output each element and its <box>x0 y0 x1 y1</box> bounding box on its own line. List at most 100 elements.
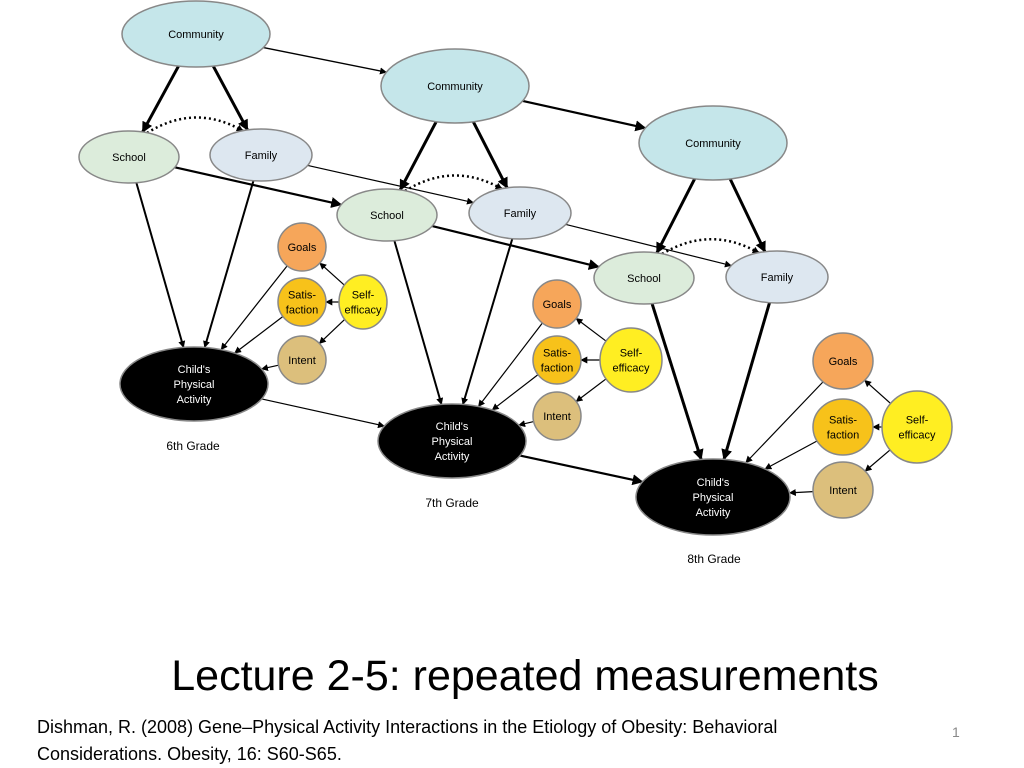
goals-node-2-shape <box>532 279 582 329</box>
family-to-activity-arrow-1 <box>203 180 255 349</box>
satisfaction-node-2-label: faction <box>541 363 573 375</box>
school-to-activity-arrow-3 <box>650 303 704 461</box>
goals-to-activity-arrow-1 <box>220 265 288 351</box>
school-crosswave-arrow-1 <box>174 166 343 208</box>
community-node-3-label: Community <box>685 138 741 150</box>
diagram-edges <box>135 46 891 497</box>
satisfaction-node-1-label: faction <box>286 305 318 317</box>
intent-node-1-label: Intent <box>288 355 316 367</box>
family-to-activity-arrow-2 <box>461 238 514 406</box>
slide-title: Lecture 2-5: repeated measurements <box>171 652 879 700</box>
activity-node-2-shape <box>377 403 527 479</box>
community-crosswave-arrow-1 <box>263 46 388 75</box>
selfefficacy-to-intent-arrow-3 <box>864 449 891 472</box>
intent-node-1-shape <box>277 335 327 385</box>
activity-node-2-label: Activity <box>435 451 470 463</box>
community-node-2: Community <box>380 48 530 124</box>
activity-node-3-shape <box>635 458 791 536</box>
satisfaction-to-activity-arrow-1 <box>234 316 284 354</box>
citation: Dishman, R. (2008) Gene–Physical Activit… <box>37 714 917 768</box>
selfefficacy-to-goals-arrow-2 <box>575 318 607 342</box>
selfefficacy-to-intent-arrow-1 <box>318 318 346 344</box>
grade-label-3: 8th Grade <box>687 552 741 566</box>
activity-crosswave-arrow-2 <box>519 454 644 486</box>
selfefficacy-to-intent-arrow-2 <box>575 378 607 402</box>
school-family-correlation-2 <box>397 174 503 198</box>
school-to-activity-arrow-2 <box>393 240 444 406</box>
community-node-3: Community <box>638 105 788 181</box>
goals-to-activity-arrow-2 <box>478 322 543 408</box>
satisfaction-node-3: Satis-faction <box>812 398 874 456</box>
goals-node-2: Goals <box>532 279 582 329</box>
school-node-2-shape <box>336 188 438 242</box>
community-node-3-shape <box>638 105 788 181</box>
activity-node-2-label: Physical <box>432 436 473 448</box>
community-node-2-label: Community <box>427 81 483 93</box>
goals-to-activity-arrow-3 <box>745 381 824 464</box>
citation-line-1: Dishman, R. (2008) Gene–Physical Activit… <box>37 717 778 737</box>
family-to-activity-arrow-3 <box>721 302 771 461</box>
family-node-2: Family <box>468 186 572 240</box>
goals-node-1-shape <box>277 222 327 272</box>
school-family-correlation-1 <box>139 116 244 140</box>
school-node-3-shape <box>593 251 695 305</box>
school-node-2: School <box>336 188 438 242</box>
satisfaction-node-1-label: Satis- <box>288 290 316 302</box>
selfefficacy-node-2-label: Self- <box>620 348 643 360</box>
community-to-school-arrow-3 <box>655 178 697 254</box>
selfefficacy-node-3-shape <box>881 390 953 464</box>
satisfaction-node-1: Satis-faction <box>277 277 327 327</box>
selfefficacy-to-goals-arrow-1 <box>319 262 345 286</box>
selfefficacy-to-goals-arrow-3 <box>864 379 891 404</box>
community-to-family-arrow-1 <box>211 65 249 131</box>
selfefficacy-node-1-label: efficacy <box>344 305 382 317</box>
activity-node-1-label: Activity <box>177 394 212 406</box>
intent-node-3-shape <box>812 461 874 519</box>
family-node-3-shape <box>725 250 829 304</box>
activity-node-1-label: Child's <box>178 364 211 376</box>
activity-crosswave-arrow-1 <box>261 398 385 429</box>
community-node-1-shape <box>121 0 271 68</box>
family-node-3-label: Family <box>761 272 794 284</box>
intent-to-activity-arrow-3 <box>788 489 814 497</box>
selfefficacy-node-1-shape <box>338 274 388 330</box>
satisfaction-node-2-label: Satis- <box>543 348 571 360</box>
community-to-school-arrow-1 <box>141 65 180 133</box>
goals-node-1: Goals <box>277 222 327 272</box>
selfefficacy-node-1-label: Self- <box>352 290 375 302</box>
community-to-family-arrow-2 <box>472 121 509 189</box>
goals-node-3-label: Goals <box>829 356 858 368</box>
school-to-activity-arrow-1 <box>135 182 186 349</box>
community-node-1-label: Community <box>168 29 224 41</box>
family-node-1-shape <box>209 128 313 182</box>
intent-node-1: Intent <box>277 335 327 385</box>
community-node-1: Community <box>121 0 271 68</box>
satisfaction-node-3-label: Satis- <box>829 415 857 427</box>
selfefficacy-node-2-label: efficacy <box>612 363 650 375</box>
school-family-correlation-3 <box>654 238 760 261</box>
community-to-school-arrow-2 <box>398 121 438 191</box>
activity-node-2-label: Child's <box>436 421 469 433</box>
satisfaction-node-2-shape <box>532 335 582 385</box>
intent-to-activity-arrow-1 <box>260 364 279 372</box>
goals-node-3-shape <box>812 332 874 390</box>
satisfaction-node-1-shape <box>277 277 327 327</box>
activity-node-1-shape <box>119 346 269 422</box>
school-node-1: School <box>78 130 180 184</box>
satisfaction-node-3-shape <box>812 398 874 456</box>
activity-node-3-label: Activity <box>696 507 731 519</box>
family-node-2-shape <box>468 186 572 240</box>
community-crosswave-arrow-2 <box>522 99 647 132</box>
satisfaction-to-activity-arrow-3 <box>764 440 818 470</box>
activity-node-3-label: Physical <box>693 492 734 504</box>
intent-node-2-label: Intent <box>543 411 571 423</box>
family-node-1: Family <box>209 128 313 182</box>
goals-node-2-label: Goals <box>543 299 572 311</box>
goals-node-3: Goals <box>812 332 874 390</box>
selfefficacy-node-3: Self-efficacy <box>881 390 953 464</box>
activity-node-1-label: Physical <box>174 379 215 391</box>
goals-node-1-label: Goals <box>288 242 317 254</box>
